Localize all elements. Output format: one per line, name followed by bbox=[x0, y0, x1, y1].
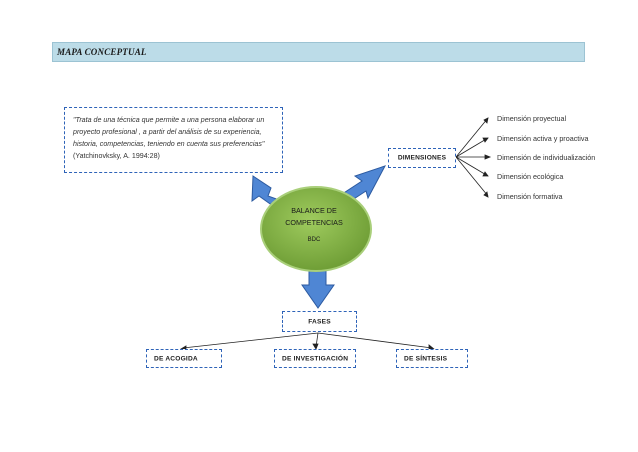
dimension-connectors bbox=[455, 117, 492, 198]
definition-box: "Trata de una técnica que permite a una … bbox=[64, 107, 283, 173]
phase-connectors bbox=[179, 332, 435, 351]
phase-label: DE ACOGIDA bbox=[154, 355, 198, 362]
phase-box-investigacion: DE INVESTIGACIÓN bbox=[274, 349, 356, 368]
center-line-2: COMPETENCIAS bbox=[285, 218, 343, 227]
phase-box-sintesis: DE SÍNTESIS bbox=[396, 349, 468, 368]
center-label: BALANCE DE COMPETENCIAS BDC bbox=[272, 205, 356, 246]
phase-label: DE INVESTIGACIÓN bbox=[282, 355, 349, 362]
header-bar: MAPA CONCEPTUAL bbox=[52, 42, 585, 62]
dimension-item: Dimensión ecológica bbox=[497, 172, 564, 181]
center-acronym: BDC bbox=[307, 237, 321, 243]
phases-box: FASES bbox=[282, 311, 357, 332]
phase-box-acogida: DE ACOGIDA bbox=[146, 349, 222, 368]
dimensions-label: DIMENSIONES bbox=[397, 154, 447, 162]
arrow-to-phases bbox=[301, 265, 335, 309]
center-circle bbox=[260, 186, 372, 272]
dimension-item: Dimensión activa y proactiva bbox=[497, 134, 589, 143]
phases-label: FASES bbox=[308, 318, 331, 325]
definition-citation: (Yatchinovksky, A. 1994:28) bbox=[73, 152, 160, 160]
definition-text: "Trata de una técnica que permite a una … bbox=[73, 114, 274, 162]
dimension-item: Dimensión de individualización bbox=[497, 153, 596, 162]
dimension-item: Dimensión proyectual bbox=[497, 114, 567, 123]
center-line-1: BALANCE DE bbox=[291, 206, 337, 215]
page-title: MAPA CONCEPTUAL bbox=[57, 47, 147, 57]
dimensions-box: DIMENSIONES bbox=[388, 148, 456, 168]
definition-quote: "Trata de una técnica que permite a una … bbox=[73, 116, 265, 148]
dimension-item: Dimensión formativa bbox=[497, 192, 563, 201]
phase-label: DE SÍNTESIS bbox=[404, 355, 448, 362]
